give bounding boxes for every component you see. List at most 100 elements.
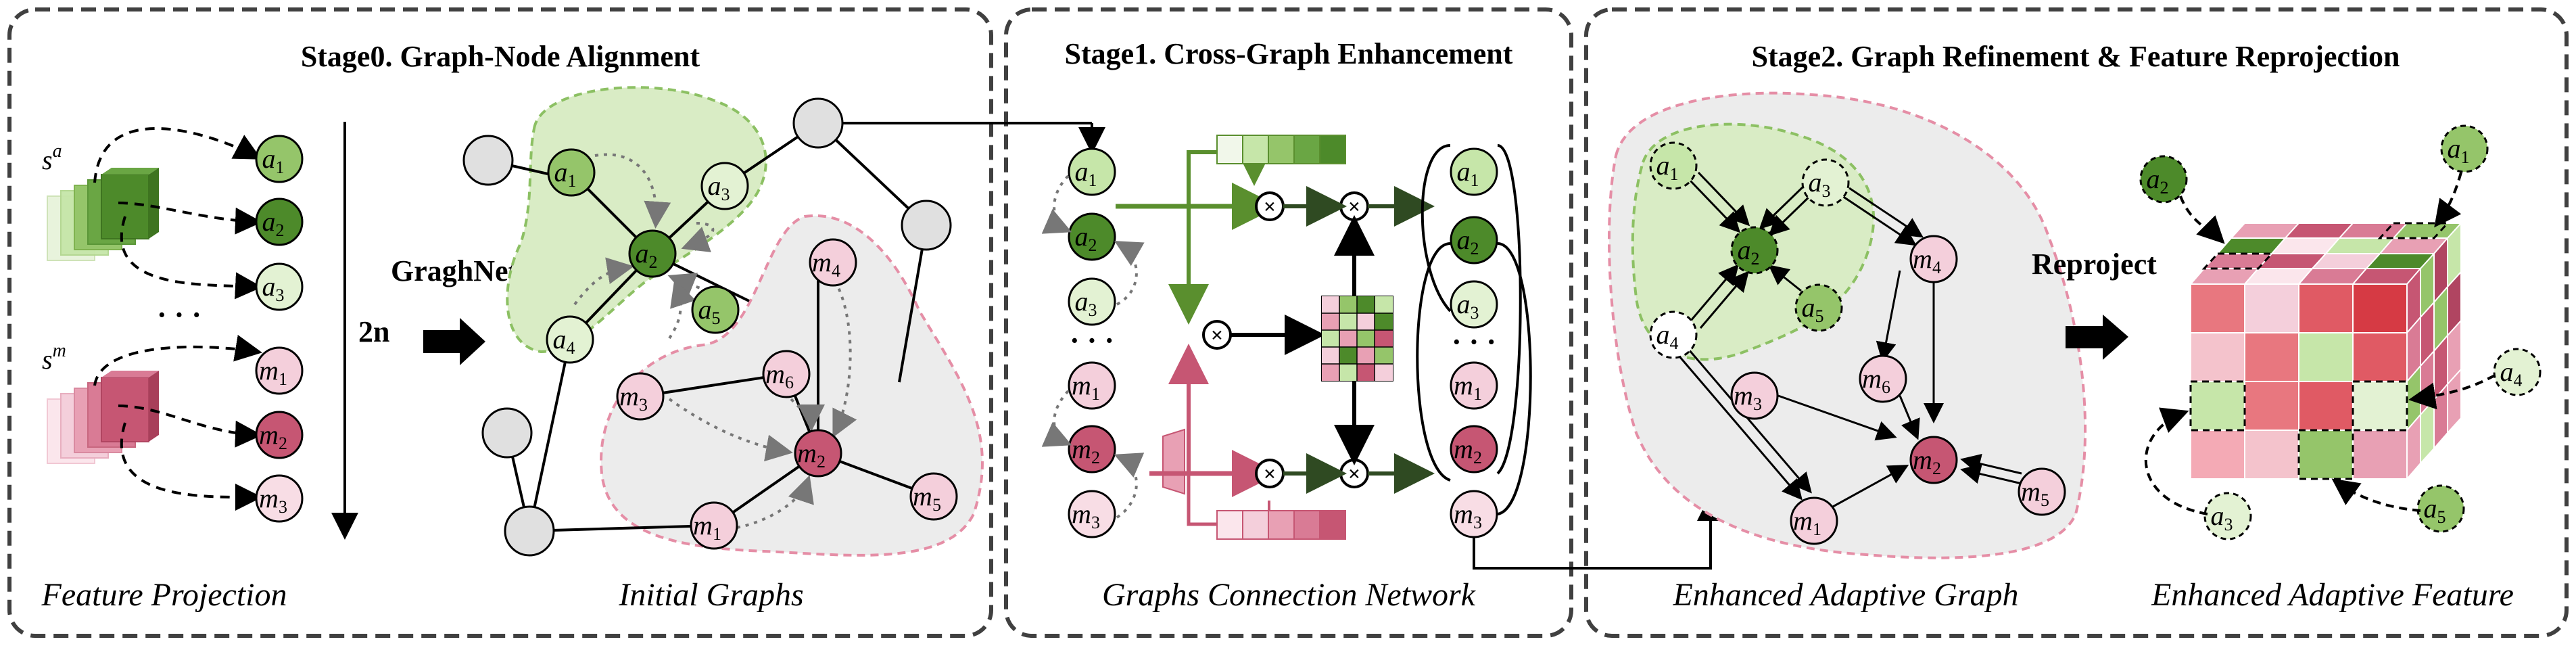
svg-text:a3: a3 [1809,167,1831,201]
stage1-output-nodes: a1 a2 a3 · · · m1 m2 m3 [1416,144,1532,538]
cube-node-a4: a4 [2493,348,2542,396]
svg-text:m1: m1 [259,355,287,389]
svg-text:a1: a1 [1075,156,1097,190]
svg-text:m3: m3 [259,483,287,517]
stage2-frame [1584,7,2569,638]
initial-node-m3: m3 [616,372,665,421]
initial-node-m4: m4 [809,238,857,287]
caption-enhanced-adaptive-graph: Enhanced Adaptive Graph [1672,577,2018,613]
initial-node-m5: m5 [909,472,958,521]
stage0-title: Stage0. Graph-Node Alignment [301,40,700,73]
cube-reprojection-arrows [2144,172,2496,515]
multiply-node: × [1339,459,1369,488]
gray-node [481,407,533,459]
reproject-label: Reproject [2032,248,2157,281]
svg-text:m4: m4 [812,247,840,281]
svg-text:a3: a3 [2211,501,2233,534]
svg-text:m6: m6 [765,358,794,392]
svg-text:m1: m1 [693,510,721,544]
cube-node-a3: a3 [2203,492,2252,540]
svg-text:a5: a5 [2424,493,2446,527]
sa-feature-stack [47,168,159,261]
initial-node-m6: m6 [762,350,811,398]
projection-node-a2: a2 [255,198,304,246]
stage1-to-stage2-arrow [1473,494,1724,570]
svg-text:a2: a2 [636,238,658,272]
svg-text:a2: a2 [1457,225,1479,258]
svg-text:m5: m5 [2021,476,2049,510]
refined-node-m4: m4 [1909,235,1958,283]
svg-text:a5: a5 [1802,292,1824,326]
svg-text:a3: a3 [1457,289,1479,323]
refined-node-m3: m3 [1730,371,1779,420]
enhanced-adaptive-graph: a1 a2 a3 a4 a5 m4 m3 m6 [1608,91,2087,559]
svg-text:a4: a4 [553,324,575,358]
initial-node-a3: a3 [700,162,749,210]
feature-projection: sa sm · · · a1 [42,122,389,540]
refined-node-a1: a1 [1649,141,1698,190]
refined-node-a2: a2 [1730,226,1779,275]
projection-node-a3: a3 [255,262,304,311]
svg-text:m3: m3 [1072,499,1100,532]
svg-text:a1: a1 [1656,150,1679,184]
cube-node-a1: a1 [2440,124,2489,173]
sm-label: sm [42,340,66,375]
initial-node-a4: a4 [546,315,594,364]
svg-text:m2: m2 [259,419,287,453]
svg-text:m1: m1 [1793,505,1821,539]
svg-text:· · ·: · · · [1452,325,1496,358]
projection-node-m1: m1 [255,346,304,395]
svg-text:m2: m2 [797,438,826,471]
stage1-intra-arrows [1041,175,1145,519]
refined-node-a5: a5 [1794,283,1843,332]
svg-text:m2: m2 [1454,434,1482,467]
refined-node-m6: m6 [1859,354,1907,403]
svg-text:a2: a2 [2147,164,2169,198]
svg-text:a4: a4 [2500,356,2523,390]
stack-ellipsis: · · · [157,298,201,331]
gray-node [462,135,514,186]
stage1-frame [1004,7,1573,638]
caption-graphs-connection-network: Graphs Connection Network [1102,577,1477,613]
cube-node-a2: a2 [2139,155,2188,204]
svg-text:×: × [1348,194,1360,218]
svg-text:×: × [1264,461,1276,486]
affinity-matrix [1321,296,1393,381]
svg-text:m1: m1 [1072,370,1100,404]
svg-text:m4: m4 [1913,244,1941,277]
initial-node-a2: a2 [628,229,677,278]
gray-node [901,200,952,251]
caption-initial-graphs: Initial Graphs [618,577,803,613]
feature-cube [2189,221,2463,481]
svg-text:a1: a1 [554,157,577,191]
refined-node-a3: a3 [1801,158,1850,207]
multiply-node: × [1339,191,1369,221]
svg-text:m2: m2 [1072,434,1100,467]
svg-text:m5: m5 [913,481,941,515]
initial-graphs: a1 a2 a3 a4 a5 m4 m3 m6 [462,86,1105,557]
svg-text:a3: a3 [708,170,730,204]
refined-node-a4: a4 [1649,310,1698,359]
initial-node-m2: m2 [794,429,842,478]
svg-text:m3: m3 [1454,499,1482,532]
pink-branch [1149,344,1346,540]
projection-node-m2: m2 [255,411,304,459]
refined-node-m2: m2 [1909,436,1958,484]
svg-text:a1: a1 [262,143,285,177]
svg-text:a2: a2 [1738,235,1760,269]
graghnet-label: GraghNet [391,254,519,287]
svg-text:a2: a2 [1075,221,1097,255]
initial-graph-message-arrows [573,153,857,529]
initial-node-a5: a5 [691,285,740,334]
svg-text:a5: a5 [698,294,721,328]
initial-node-a1: a1 [547,148,596,197]
svg-text:a1: a1 [1457,156,1479,190]
caption-enhanced-adaptive-feature: Enhanced Adaptive Feature [2151,577,2514,613]
refined-node-m1: m1 [1790,496,1838,545]
refined-graph-edges [1674,171,2022,512]
svg-text:a1: a1 [2448,133,2470,167]
multiply-node: × [1202,320,1232,350]
gray-node [792,97,844,149]
projection-node-a1: a1 [255,135,304,183]
iteration-count: 2n [358,315,389,348]
